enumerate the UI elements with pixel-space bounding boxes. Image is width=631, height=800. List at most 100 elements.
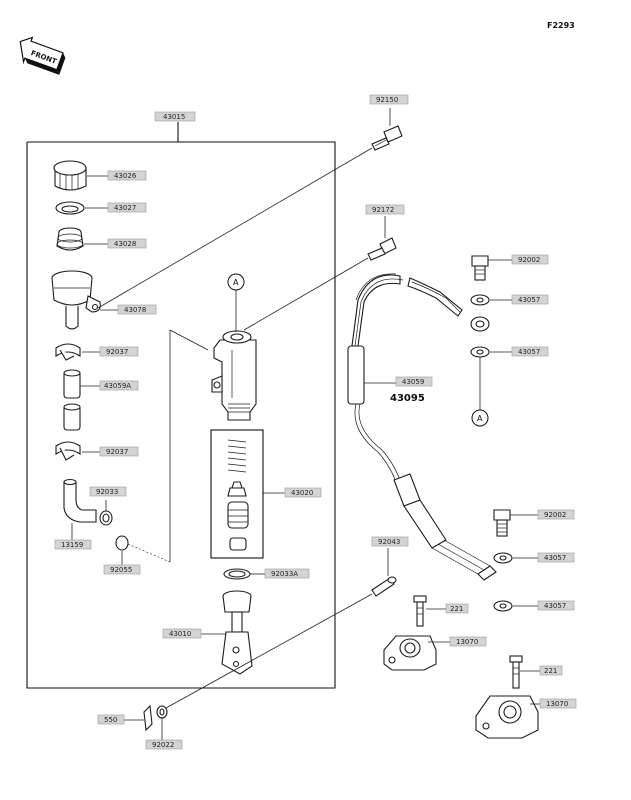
svg-text:92037: 92037 xyxy=(106,448,128,456)
svg-text:13070: 13070 xyxy=(456,638,478,646)
bolt-221-lower xyxy=(509,655,540,689)
label-43059: 43059 xyxy=(395,376,433,387)
svg-text:92002: 92002 xyxy=(544,511,566,519)
washer-43057-d xyxy=(493,600,538,612)
svg-text:43027: 43027 xyxy=(114,204,136,212)
svg-text:221: 221 xyxy=(450,605,463,613)
banjo-bolt-92002-bottom xyxy=(493,509,538,537)
svg-text:43028: 43028 xyxy=(114,240,136,248)
label-13070-upper: 13070 xyxy=(449,636,487,647)
assembly-code-43095: 43095 xyxy=(390,393,425,404)
label-43015: 43015 xyxy=(154,111,196,122)
label-43057-a: 43057 xyxy=(511,294,549,305)
bolt-221-upper xyxy=(413,595,446,627)
washer-92022 xyxy=(156,705,168,740)
svg-text:92037: 92037 xyxy=(106,348,128,356)
elbow-fitting-13159 xyxy=(63,478,97,540)
svg-text:92002: 92002 xyxy=(518,256,540,264)
svg-text:A: A xyxy=(477,414,483,423)
svg-text:92172: 92172 xyxy=(372,206,394,214)
diagram-code: F2293 xyxy=(547,21,575,30)
washer-43057-a xyxy=(470,294,512,306)
svg-text:92055: 92055 xyxy=(110,566,132,574)
label-92037-top: 92037 xyxy=(99,346,139,357)
clamp-92037-top xyxy=(55,343,100,361)
label-43057-d: 43057 xyxy=(537,600,575,611)
label-92150: 92150 xyxy=(369,94,409,105)
svg-text:43057: 43057 xyxy=(518,296,540,304)
label-92037-bottom: 92037 xyxy=(99,446,139,457)
label-92022: 92022 xyxy=(145,739,183,750)
svg-text:13159: 13159 xyxy=(61,541,83,549)
svg-text:92033A: 92033A xyxy=(271,570,298,578)
ref-marker-a-right: A xyxy=(471,409,489,427)
washer-43057-c xyxy=(493,552,538,564)
label-13159: 13159 xyxy=(54,539,92,550)
svg-text:43057: 43057 xyxy=(518,348,540,356)
svg-text:13070: 13070 xyxy=(546,700,568,708)
front-arrow-icon: FRONT xyxy=(19,36,66,75)
banjo-fitting-top xyxy=(470,316,490,332)
label-43010: 43010 xyxy=(162,628,202,639)
svg-text:43059: 43059 xyxy=(402,378,424,386)
label-92033: 92033 xyxy=(89,486,127,497)
o-ring-92055 xyxy=(115,535,129,565)
label-92002-top: 92002 xyxy=(511,254,549,265)
svg-text:A: A xyxy=(233,278,239,287)
assembly-frame-43015 xyxy=(26,122,336,689)
svg-text:43078: 43078 xyxy=(124,306,146,314)
svg-text:43020: 43020 xyxy=(291,489,313,497)
label-92033a: 92033A xyxy=(264,568,310,579)
label-43078: 43078 xyxy=(117,304,157,315)
svg-text:43057: 43057 xyxy=(544,602,566,610)
circlip-92033a xyxy=(223,568,265,580)
label-550: 550 xyxy=(97,714,125,725)
piston-kit-43020 xyxy=(210,429,285,559)
label-13070-lower: 13070 xyxy=(539,698,577,709)
svg-text:221: 221 xyxy=(544,667,557,675)
label-92043: 92043 xyxy=(371,536,409,547)
plate-43027 xyxy=(55,201,108,215)
svg-text:92022: 92022 xyxy=(152,741,174,749)
label-43057-c: 43057 xyxy=(537,552,575,563)
label-43027: 43027 xyxy=(107,202,147,213)
diaphragm-43028 xyxy=(56,227,108,251)
reservoir-cap-43026 xyxy=(53,160,108,191)
svg-text:43057: 43057 xyxy=(544,554,566,562)
label-92055: 92055 xyxy=(103,564,141,575)
bolt-92172 xyxy=(243,216,397,331)
label-92172: 92172 xyxy=(365,204,405,215)
svg-text:43010: 43010 xyxy=(169,630,191,638)
label-43026: 43026 xyxy=(107,170,147,181)
ref-marker-a-center: A xyxy=(227,273,245,332)
hose-segment xyxy=(63,403,81,431)
hose-43059a xyxy=(63,369,100,399)
svg-text:43059A: 43059A xyxy=(104,382,131,390)
clamp-92037-bottom xyxy=(55,441,100,461)
label-43059a: 43059A xyxy=(99,380,139,391)
svg-text:92150: 92150 xyxy=(376,96,398,104)
label-43057-b: 43057 xyxy=(511,346,549,357)
svg-text:550: 550 xyxy=(104,716,117,724)
label-92002-bottom: 92002 xyxy=(537,509,575,520)
bolt-92150 xyxy=(97,108,403,309)
bracket-13070-lower xyxy=(475,695,540,739)
label-43028: 43028 xyxy=(107,238,147,249)
svg-text:92033: 92033 xyxy=(96,488,118,496)
circlip-92033 xyxy=(99,500,113,526)
washer-43057-b xyxy=(470,346,512,410)
svg-text:43026: 43026 xyxy=(114,172,137,180)
reservoir-tank-43078 xyxy=(51,270,118,330)
label-221-lower: 221 xyxy=(539,665,563,676)
brake-hose-43095 xyxy=(347,273,497,581)
banjo-bolt-92002-top xyxy=(471,255,512,281)
pin-92043 xyxy=(165,548,397,709)
push-rod-43010 xyxy=(200,590,253,675)
cotter-pin-550 xyxy=(124,704,153,732)
bracket-13070-upper xyxy=(383,635,450,671)
label-221-upper: 221 xyxy=(445,603,469,614)
label-43020: 43020 xyxy=(284,487,322,498)
svg-text:43015: 43015 xyxy=(163,113,185,121)
svg-text:92043: 92043 xyxy=(378,538,400,546)
